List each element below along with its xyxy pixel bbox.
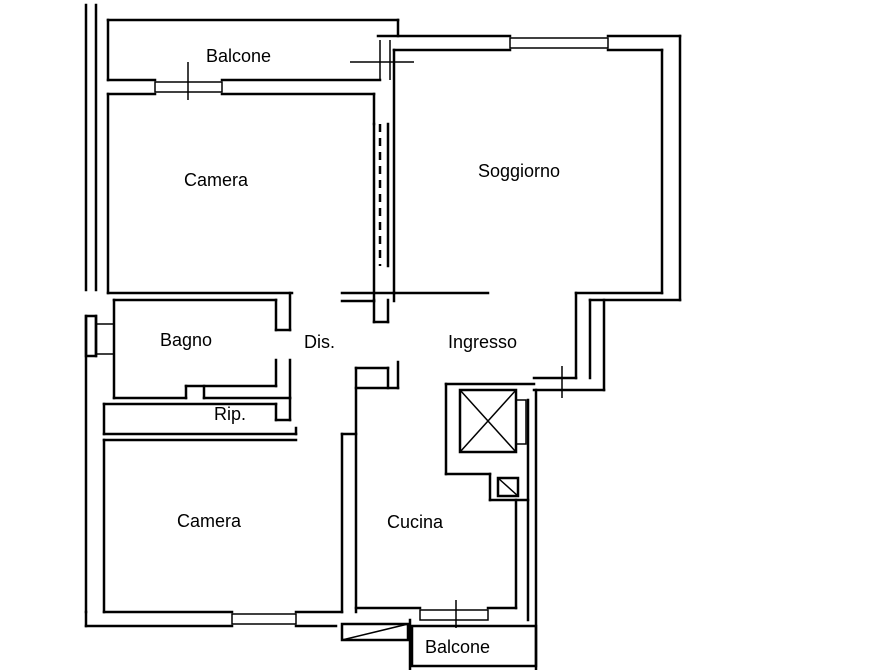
- room-label-ingresso: Ingresso: [448, 332, 517, 352]
- room-label-dis: Dis.: [304, 332, 335, 352]
- vent-duct-icon: [496, 476, 520, 498]
- room-label-balcone-top: Balcone: [206, 46, 271, 66]
- room-label-soggiorno: Soggiorno: [478, 161, 560, 181]
- bottom-balcony: [340, 618, 538, 670]
- windows: [154, 37, 609, 625]
- window-icon: [509, 37, 609, 49]
- room-label-camera-top: Camera: [184, 170, 249, 190]
- room-label-balcone-bottom: Balcone: [425, 637, 490, 657]
- room-label-cucina: Cucina: [387, 512, 444, 532]
- window-icon: [419, 609, 489, 621]
- room-label-bagno: Bagno: [160, 330, 212, 350]
- room-label-camera-bottom: Camera: [177, 511, 242, 531]
- window-icon: [231, 613, 297, 625]
- walls: [84, 3, 682, 670]
- door-marks: [187, 40, 563, 628]
- elevator-shaft-icon: [458, 388, 527, 454]
- room-label-rip: Rip.: [214, 404, 246, 424]
